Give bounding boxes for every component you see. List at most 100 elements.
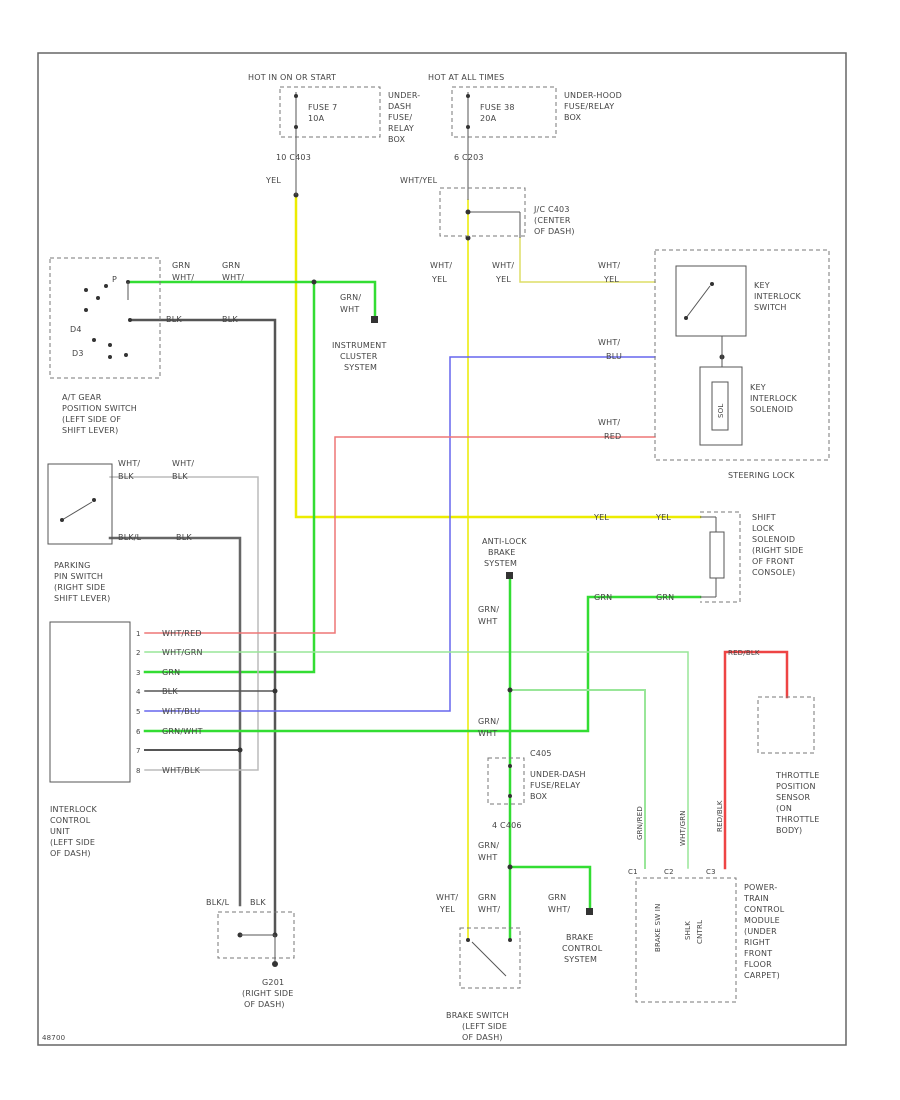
- g201-wire-blk-2: BLK: [250, 898, 266, 907]
- abs-label-3: SYSTEM: [484, 559, 517, 568]
- underdash-pin: [508, 794, 512, 798]
- cluster-label-3: SYSTEM: [344, 363, 377, 372]
- shiftlock-wire-yel-2: YEL: [655, 513, 671, 522]
- unit-label-3: UNIT: [50, 827, 70, 836]
- pcm-label-1: POWER-: [744, 883, 777, 892]
- wire-wht-grn-pcm: [144, 651, 689, 869]
- pin-3: 3: [136, 669, 141, 677]
- shiftlock-label-2: LOCK: [752, 524, 775, 533]
- parking-switch-box: [47, 463, 113, 545]
- junction-dot: [272, 688, 278, 694]
- jc-label-3: OF DASH): [534, 227, 575, 236]
- pcm-pin-a: C1: [628, 868, 638, 876]
- fuse7-wire-yel: YEL: [265, 176, 281, 185]
- jc-label-2: (CENTER: [534, 216, 571, 225]
- fuse7-connector: 10 C403: [276, 153, 311, 162]
- key-switch-contact: [685, 285, 711, 319]
- tps-box: [757, 696, 815, 754]
- ud-conn-bot: 4 C406: [492, 821, 522, 830]
- wire-blk-gear-ground: [128, 318, 277, 937]
- gear-wire-blk-2: BLK: [222, 315, 238, 324]
- brakectrl-label-1: BRAKE: [566, 933, 594, 942]
- unit-wire-grn: GRN: [162, 668, 180, 677]
- pcm-label-6: RIGHT: [744, 938, 770, 947]
- underdash-box: [487, 757, 525, 805]
- g201-wire-blk-1: BLK/L: [206, 898, 230, 907]
- ud-label-1: UNDER-DASH: [530, 770, 586, 779]
- cluster-label-2: CLUSTER: [340, 352, 378, 361]
- junction-dot: [507, 864, 513, 870]
- fuse38-wire-wht-yel: WHT/YEL: [400, 176, 438, 185]
- fuse7-box: [279, 86, 381, 138]
- wire-blu-solenoid: [144, 356, 656, 712]
- g201-box: [217, 911, 295, 959]
- junction-dot: [311, 279, 317, 285]
- steering-lock-label: STEERING LOCK: [728, 471, 795, 480]
- fuse7-name: FUSE 7: [308, 103, 337, 112]
- gear-contact: [104, 284, 108, 288]
- unit-wire-grn-wht: GRN/WHT: [162, 727, 203, 736]
- wire-grn-red-pcm: [509, 689, 646, 869]
- jc-wire-yel-2: YEL: [495, 275, 511, 284]
- g201-label-3: OF DASH): [244, 1000, 285, 1009]
- fuse38-box: [451, 86, 557, 138]
- cluster-wire-grn-1: GRN/: [340, 293, 361, 302]
- pin-4: 4: [136, 688, 141, 696]
- key-wire-yel: YEL: [603, 275, 619, 284]
- shiftlock-wire-yel-1: YEL: [593, 513, 609, 522]
- pcm-label-8: FLOOR: [744, 960, 772, 969]
- unit-wire-blk: BLK: [162, 687, 178, 696]
- wire-grn-wht-shiftlock: [143, 595, 702, 733]
- shiftlock-bracket: [700, 511, 741, 603]
- shiftlock-label-1: SHIFT: [752, 513, 776, 522]
- unit-wire-wht-grn: WHT/GRN: [162, 648, 203, 657]
- fuse7-box-label-1: UNDER-: [388, 91, 420, 100]
- gear-wire-blk-1: BLK: [166, 315, 182, 324]
- pcm-label-4: MODULE: [744, 916, 780, 925]
- g201-ground-dot: [272, 961, 278, 967]
- park-wire-wht-1: WHT/: [118, 459, 140, 468]
- pcm-wire-grn-red: GRN/RED: [636, 806, 644, 840]
- fuse38-pin: [466, 94, 470, 98]
- terminal-square: [371, 316, 378, 323]
- wire-grn-gear-unit: [143, 280, 316, 674]
- ud-wire-grn: GRN/: [478, 717, 499, 726]
- pcm-inner-brake: BRAKE SW IN: [654, 904, 662, 953]
- brake-label-2: (LEFT SIDE: [462, 1022, 507, 1031]
- g201-label-2: (RIGHT SIDE: [242, 989, 294, 998]
- fuse38-box-label-1: UNDER-HOOD: [564, 91, 622, 100]
- gear-label-3: (LEFT SIDE OF: [62, 415, 121, 424]
- jc-pin: [465, 209, 471, 215]
- fuse7-header: HOT IN ON OR START: [248, 73, 336, 82]
- gear-wire-wht-1: WHT/: [172, 273, 194, 282]
- shiftlock-label-5: OF FRONT: [752, 557, 794, 566]
- jc-wire-yel-1: YEL: [431, 275, 447, 284]
- key-solenoid-label-3: SOLENOID: [750, 405, 793, 414]
- fuse38-amp: 20A: [480, 114, 497, 123]
- pin-6: 6: [136, 728, 141, 736]
- pcm-inner-cntrl: CNTRL: [696, 920, 704, 944]
- unit-label-5: OF DASH): [50, 849, 91, 858]
- terminal-square: [586, 908, 593, 915]
- brake-wire-yel: YEL: [439, 905, 455, 914]
- shiftlock-label-3: SOLENOID: [752, 535, 795, 544]
- steering-lock-box: [654, 249, 830, 461]
- key-wire-wht-2: WHT/: [598, 338, 620, 347]
- brakectrl-label-3: SYSTEM: [564, 955, 597, 964]
- tps-label-4: (ON: [776, 804, 792, 813]
- pcm-box: [635, 877, 737, 1003]
- gear-contact: [92, 338, 96, 342]
- fuse38-connector: 6 C203: [454, 153, 484, 162]
- ud-wire-wht-2: WHT: [478, 853, 497, 862]
- wire-grn-gear-cluster: [126, 280, 377, 320]
- jc-wire-wht-2: WHT/: [492, 261, 514, 270]
- junction-dot: [465, 235, 471, 241]
- fuse7-pin: [294, 94, 298, 98]
- abs-label-2: BRAKE: [488, 548, 516, 557]
- gear-contact: [84, 308, 88, 312]
- jc-label-1: J/C C403: [533, 205, 570, 214]
- wire-blk-park-ground: [108, 536, 242, 907]
- gear-pos-d4: D4: [70, 325, 82, 334]
- key-wire-wht-1: WHT/: [598, 261, 620, 270]
- unit-wire-wht-blk: WHT/BLK: [162, 766, 201, 775]
